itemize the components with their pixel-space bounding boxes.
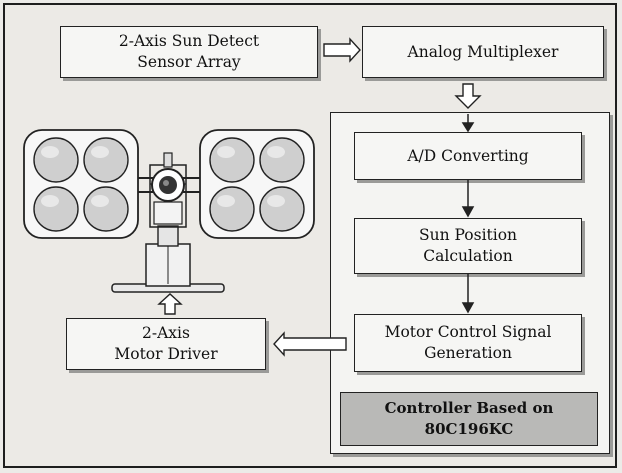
flow-arrow-3 [461,274,475,314]
ad-converting-label: A/D Converting [407,146,529,165]
controller-label: Controller Based on 80C196KC [384,399,554,438]
solar-tracker-illustration [23,129,315,293]
motor-driver-box: 2-Axis Motor Driver [66,318,266,370]
flow-arrow-2 [461,180,475,218]
hollow-arrow-left [273,331,347,357]
sensor-array-label: 2-Axis Sun Detect Sensor Array [118,32,260,71]
ad-converting-box: A/D Converting [354,132,582,180]
motor-control-box: Motor Control Signal Generation [354,314,582,372]
motor-control-label: Motor Control Signal Generation [384,323,552,362]
sensor-array-box: 2-Axis Sun Detect Sensor Array [60,26,318,78]
motor-driver-label: 2-Axis Motor Driver [114,324,218,363]
multiplexer-box: Analog Multiplexer [362,26,604,78]
hollow-arrow-up [157,293,183,315]
controller-label-box: Controller Based on 80C196KC [340,392,598,446]
multiplexer-label: Analog Multiplexer [407,42,559,61]
hollow-arrow-down [454,83,482,109]
sun-position-box: Sun Position Calculation [354,218,582,274]
flow-arrow-1 [461,114,475,133]
hollow-arrow-right [323,37,361,63]
sun-position-label: Sun Position Calculation [418,226,518,265]
